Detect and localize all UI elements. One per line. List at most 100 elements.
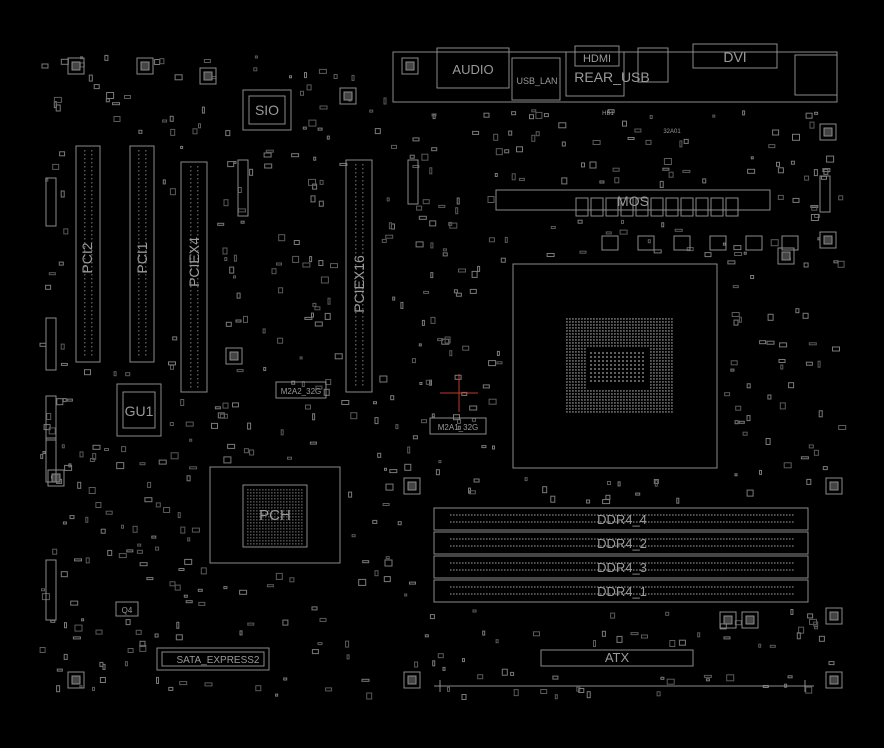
board-component <box>566 390 568 392</box>
board-component <box>644 327 646 329</box>
board-component <box>578 375 580 377</box>
board-component <box>622 380 624 382</box>
board-component <box>665 384 667 386</box>
board-component <box>730 360 738 366</box>
board-component <box>355 188 357 190</box>
board-component <box>659 405 661 407</box>
board-component <box>190 350 192 352</box>
board-component <box>262 519 264 521</box>
board-component <box>660 676 665 680</box>
board-component <box>268 522 270 524</box>
board-component <box>762 586 764 588</box>
board-component <box>282 619 289 626</box>
board-component <box>657 521 659 523</box>
board-component <box>575 375 577 377</box>
board-component <box>283 525 285 527</box>
board-component <box>537 562 539 564</box>
board-component <box>298 495 300 497</box>
board-component <box>468 569 470 571</box>
board-component <box>189 438 193 442</box>
board-component <box>197 178 199 180</box>
board-component <box>662 333 664 335</box>
board-component <box>566 393 568 395</box>
board-component <box>374 570 379 577</box>
board-component <box>84 334 86 336</box>
board-component <box>569 399 571 401</box>
board-component <box>534 562 536 564</box>
board-component <box>633 538 635 540</box>
board-component <box>729 593 731 595</box>
board-component <box>292 489 294 491</box>
board-component <box>653 330 655 332</box>
board-component <box>630 514 632 516</box>
board-component <box>656 369 658 371</box>
board-component <box>540 689 548 694</box>
board-component <box>84 314 86 316</box>
board-component <box>355 340 357 342</box>
board-component <box>480 538 482 540</box>
board-component <box>632 330 634 332</box>
board-component <box>657 586 659 588</box>
board-component <box>642 562 644 564</box>
board-component <box>84 330 86 332</box>
board-component <box>250 513 252 515</box>
board-component <box>84 282 86 284</box>
board-component <box>630 569 632 571</box>
board-component <box>197 166 199 168</box>
board-component <box>362 164 364 166</box>
board-component <box>758 643 762 648</box>
board-component <box>632 402 634 404</box>
board-component <box>311 649 319 655</box>
board-component <box>659 396 661 398</box>
board-component <box>656 375 658 377</box>
board-component <box>596 408 598 410</box>
board-component <box>666 569 668 571</box>
board-component <box>550 226 556 229</box>
board-component <box>687 562 689 564</box>
board-component <box>650 363 652 365</box>
board-component <box>599 408 601 410</box>
board-component <box>671 351 673 353</box>
board-component <box>661 222 665 228</box>
board-component <box>362 348 364 350</box>
board-component <box>599 399 601 401</box>
board-component <box>355 164 357 166</box>
board-component <box>84 242 86 244</box>
board-component <box>268 531 270 533</box>
board-component <box>593 321 595 323</box>
board-component <box>575 342 577 344</box>
board-component <box>594 569 596 571</box>
board-component <box>138 210 140 212</box>
board-component <box>298 537 300 539</box>
board-component <box>771 586 773 588</box>
board-component <box>41 63 49 69</box>
board-component <box>626 408 628 410</box>
board-component <box>638 324 640 326</box>
board-component <box>642 376 644 378</box>
board-component <box>268 516 270 518</box>
usb-lan-label: USB_LAN <box>516 76 557 86</box>
board-component <box>569 375 571 377</box>
board-component <box>355 176 357 178</box>
board-component <box>60 190 65 198</box>
board-component <box>535 131 540 137</box>
board-component <box>684 569 686 571</box>
board-component <box>412 137 420 142</box>
board-component <box>145 194 147 196</box>
board-component <box>572 378 574 380</box>
board-component <box>603 562 605 564</box>
board-component <box>593 396 595 398</box>
board-component <box>277 540 279 542</box>
board-component <box>274 507 276 509</box>
m2a1-label: M2A1_32G <box>438 423 478 432</box>
board-component <box>629 396 631 398</box>
board-component <box>576 593 578 595</box>
board-component <box>197 282 199 284</box>
board-component <box>298 534 300 536</box>
board-component <box>295 519 297 521</box>
board-component <box>650 390 652 392</box>
board-component <box>91 210 93 212</box>
board-component <box>747 168 756 174</box>
board-component <box>289 75 292 79</box>
board-component <box>569 339 571 341</box>
